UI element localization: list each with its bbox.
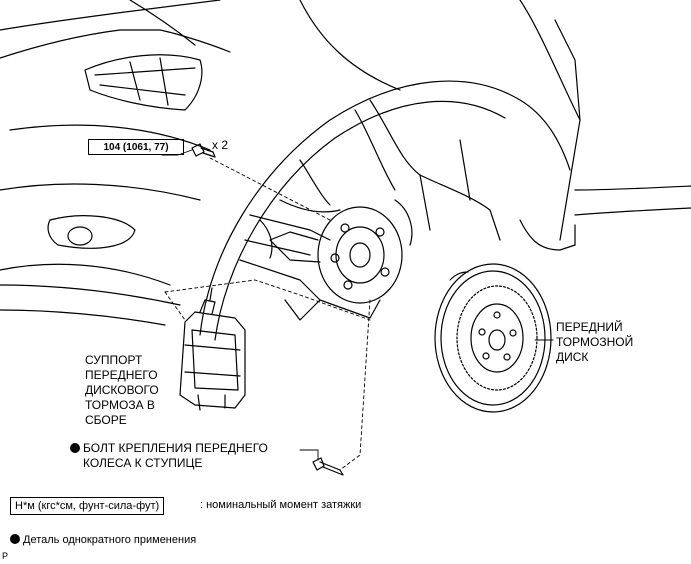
brake-caliper xyxy=(179,287,246,411)
disc-label: ПЕРЕДНИЙ ТОРМОЗНОЙ ДИСК xyxy=(556,320,633,365)
hub-bolt-label-line: КОЛЕСА К СТУПИЦЕ xyxy=(83,456,203,470)
one-time-use-dot-icon xyxy=(70,443,80,453)
torque-unit-box: Н*м (кгс*см, фунт-сила-фут) xyxy=(10,497,165,515)
caliper-label-line: СБОРЕ xyxy=(85,413,127,427)
disc-label-line: ДИСК xyxy=(556,350,589,364)
headlight xyxy=(84,54,203,111)
hub-bolt-label-line: БОЛТ КРЕПЛЕНИЯ ПЕРЕДНЕГО xyxy=(83,441,268,455)
footer-mark: P xyxy=(2,551,9,561)
caliper-mounting-bolt xyxy=(191,143,216,158)
hub-bolt-label: БОЛТ КРЕПЛЕНИЯ ПЕРЕДНЕГО КОЛЕСА К СТУПИЦ… xyxy=(70,441,268,471)
inner-fender-liner xyxy=(354,99,501,241)
hub-bolt xyxy=(312,457,344,476)
caliper-label-line: ДИСКОВОГО xyxy=(85,383,159,397)
caliper-label-line: ТОРМОЗА В xyxy=(85,398,155,412)
brake-disc xyxy=(434,263,552,413)
fog-light xyxy=(47,215,136,249)
disc-label-line: ТОРМОЗНОЙ xyxy=(556,335,634,349)
vehicle-body xyxy=(0,0,231,326)
torque-description: : номинальный момент затяжки xyxy=(200,499,362,511)
one-time-use-dot-icon xyxy=(10,534,20,544)
bolt-quantity-label: x 2 xyxy=(212,138,229,152)
label-leaders xyxy=(161,149,554,461)
assembly-leader-lines xyxy=(164,157,371,471)
disc-label-line: ПЕРЕДНИЙ xyxy=(556,320,623,334)
torque-spec-box: 104 (1061, 77) xyxy=(88,139,184,155)
one-time-use-text: Деталь однократного применения xyxy=(23,534,197,546)
fender-wheel-arch xyxy=(199,0,691,341)
caliper-label: СУППОРТ ПЕРЕДНЕГО ДИСКОВОГО ТОРМОЗА В СБ… xyxy=(85,353,159,428)
steering-knuckle-hub xyxy=(239,159,413,321)
caliper-label-line: ПЕРЕДНЕГО xyxy=(85,368,158,382)
one-time-use-legend: Деталь однократного применения xyxy=(10,533,196,548)
caliper-label-line: СУППОРТ xyxy=(85,353,143,367)
